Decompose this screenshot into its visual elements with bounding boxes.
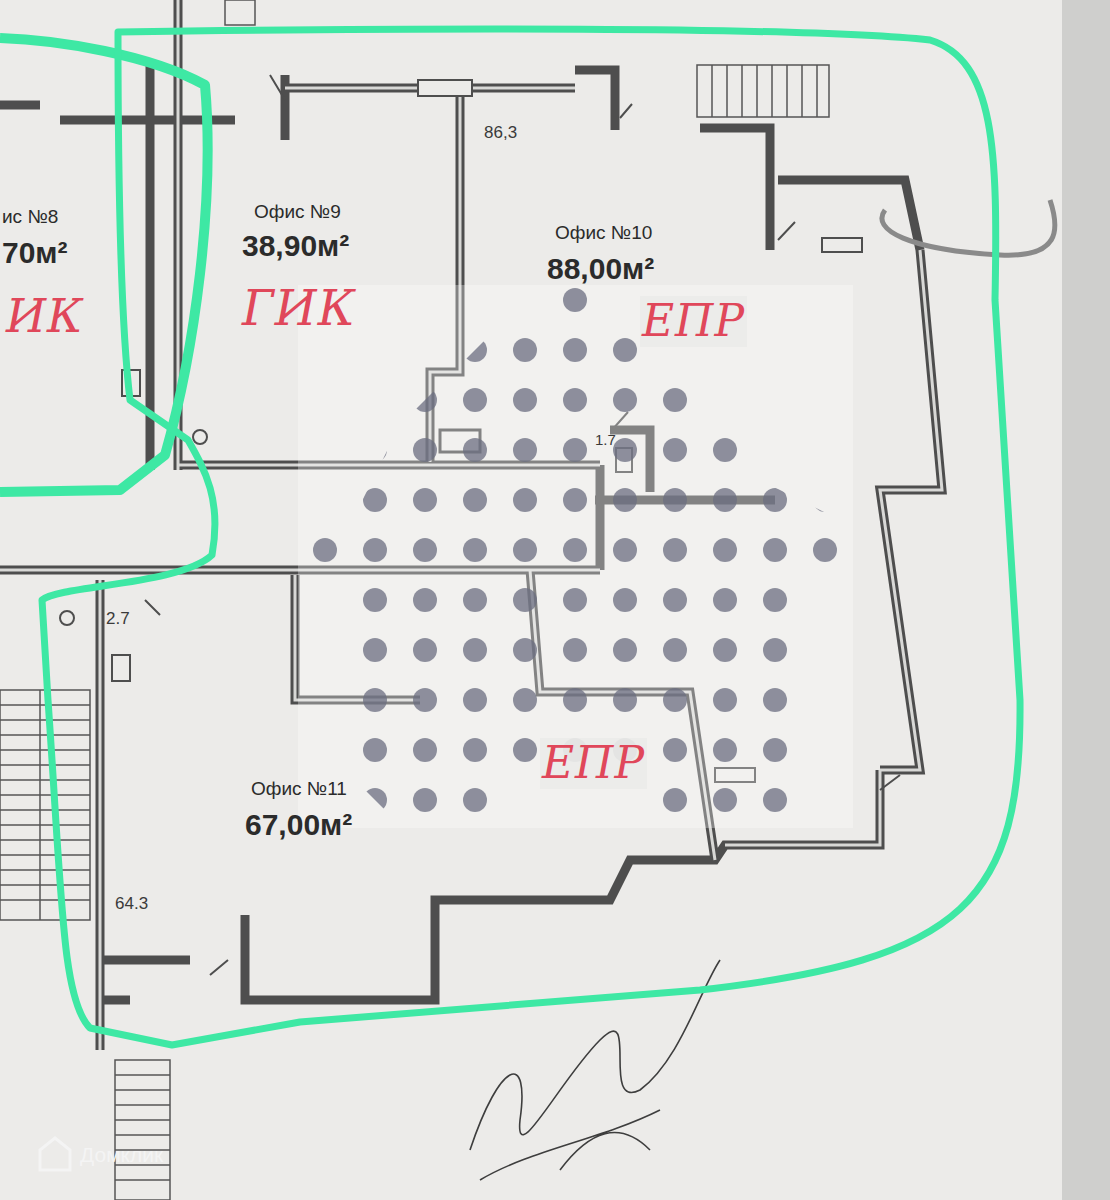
office-room: Офис №11 67,00м² ЕПР	[245, 738, 652, 847]
office-room: ис №8 70м² ИК	[2, 198, 88, 347]
office-name: ис №8	[2, 206, 58, 228]
staircase	[697, 65, 829, 117]
marker-outline	[0, 38, 208, 492]
door-swing	[145, 75, 900, 975]
office-area: 88,00м²	[547, 252, 654, 287]
stair-steps	[712, 65, 817, 117]
marker-outline	[42, 29, 1020, 1045]
area-dimension: 86,3	[484, 124, 517, 143]
area-dimension: 64.3	[115, 895, 148, 914]
office-area: 67,00м²	[245, 808, 352, 843]
walls	[0, 0, 942, 1050]
staircase	[0, 690, 90, 920]
window	[822, 238, 862, 252]
office-name: Офис №9	[254, 201, 341, 223]
riser	[193, 430, 207, 444]
binder-ring	[882, 200, 1055, 255]
handwritten-note: ИК	[6, 290, 84, 343]
desk-background	[1062, 0, 1110, 1200]
watermark-dots	[300, 275, 850, 825]
stair-steps	[0, 690, 90, 920]
handwritten-note: ЕПР	[640, 296, 747, 347]
office-name: Офис №11	[251, 778, 347, 800]
staircase	[115, 1060, 170, 1200]
handwritten-note: ЕПР	[540, 738, 647, 789]
office-name: Офис №10	[555, 222, 652, 244]
toilet	[112, 655, 130, 681]
wall	[0, 0, 942, 1050]
wall-inner	[0, 0, 942, 1050]
area-dimension: 2.7	[106, 610, 130, 629]
staircase	[225, 0, 255, 25]
watermark-text: Домклик	[80, 1143, 163, 1166]
office-area: 38,90м²	[242, 229, 349, 264]
handwritten-note: ГИК	[242, 281, 356, 336]
window	[418, 80, 472, 96]
office-room: Офис №9 38,90м² ГИК	[240, 195, 360, 341]
office-room: Офис №10 88,00м² ЕПР	[545, 218, 752, 351]
brand-icon	[40, 1138, 70, 1170]
area-dimension: 1.7	[595, 432, 616, 449]
office-area: 70м²	[2, 236, 68, 271]
riser	[60, 611, 74, 625]
